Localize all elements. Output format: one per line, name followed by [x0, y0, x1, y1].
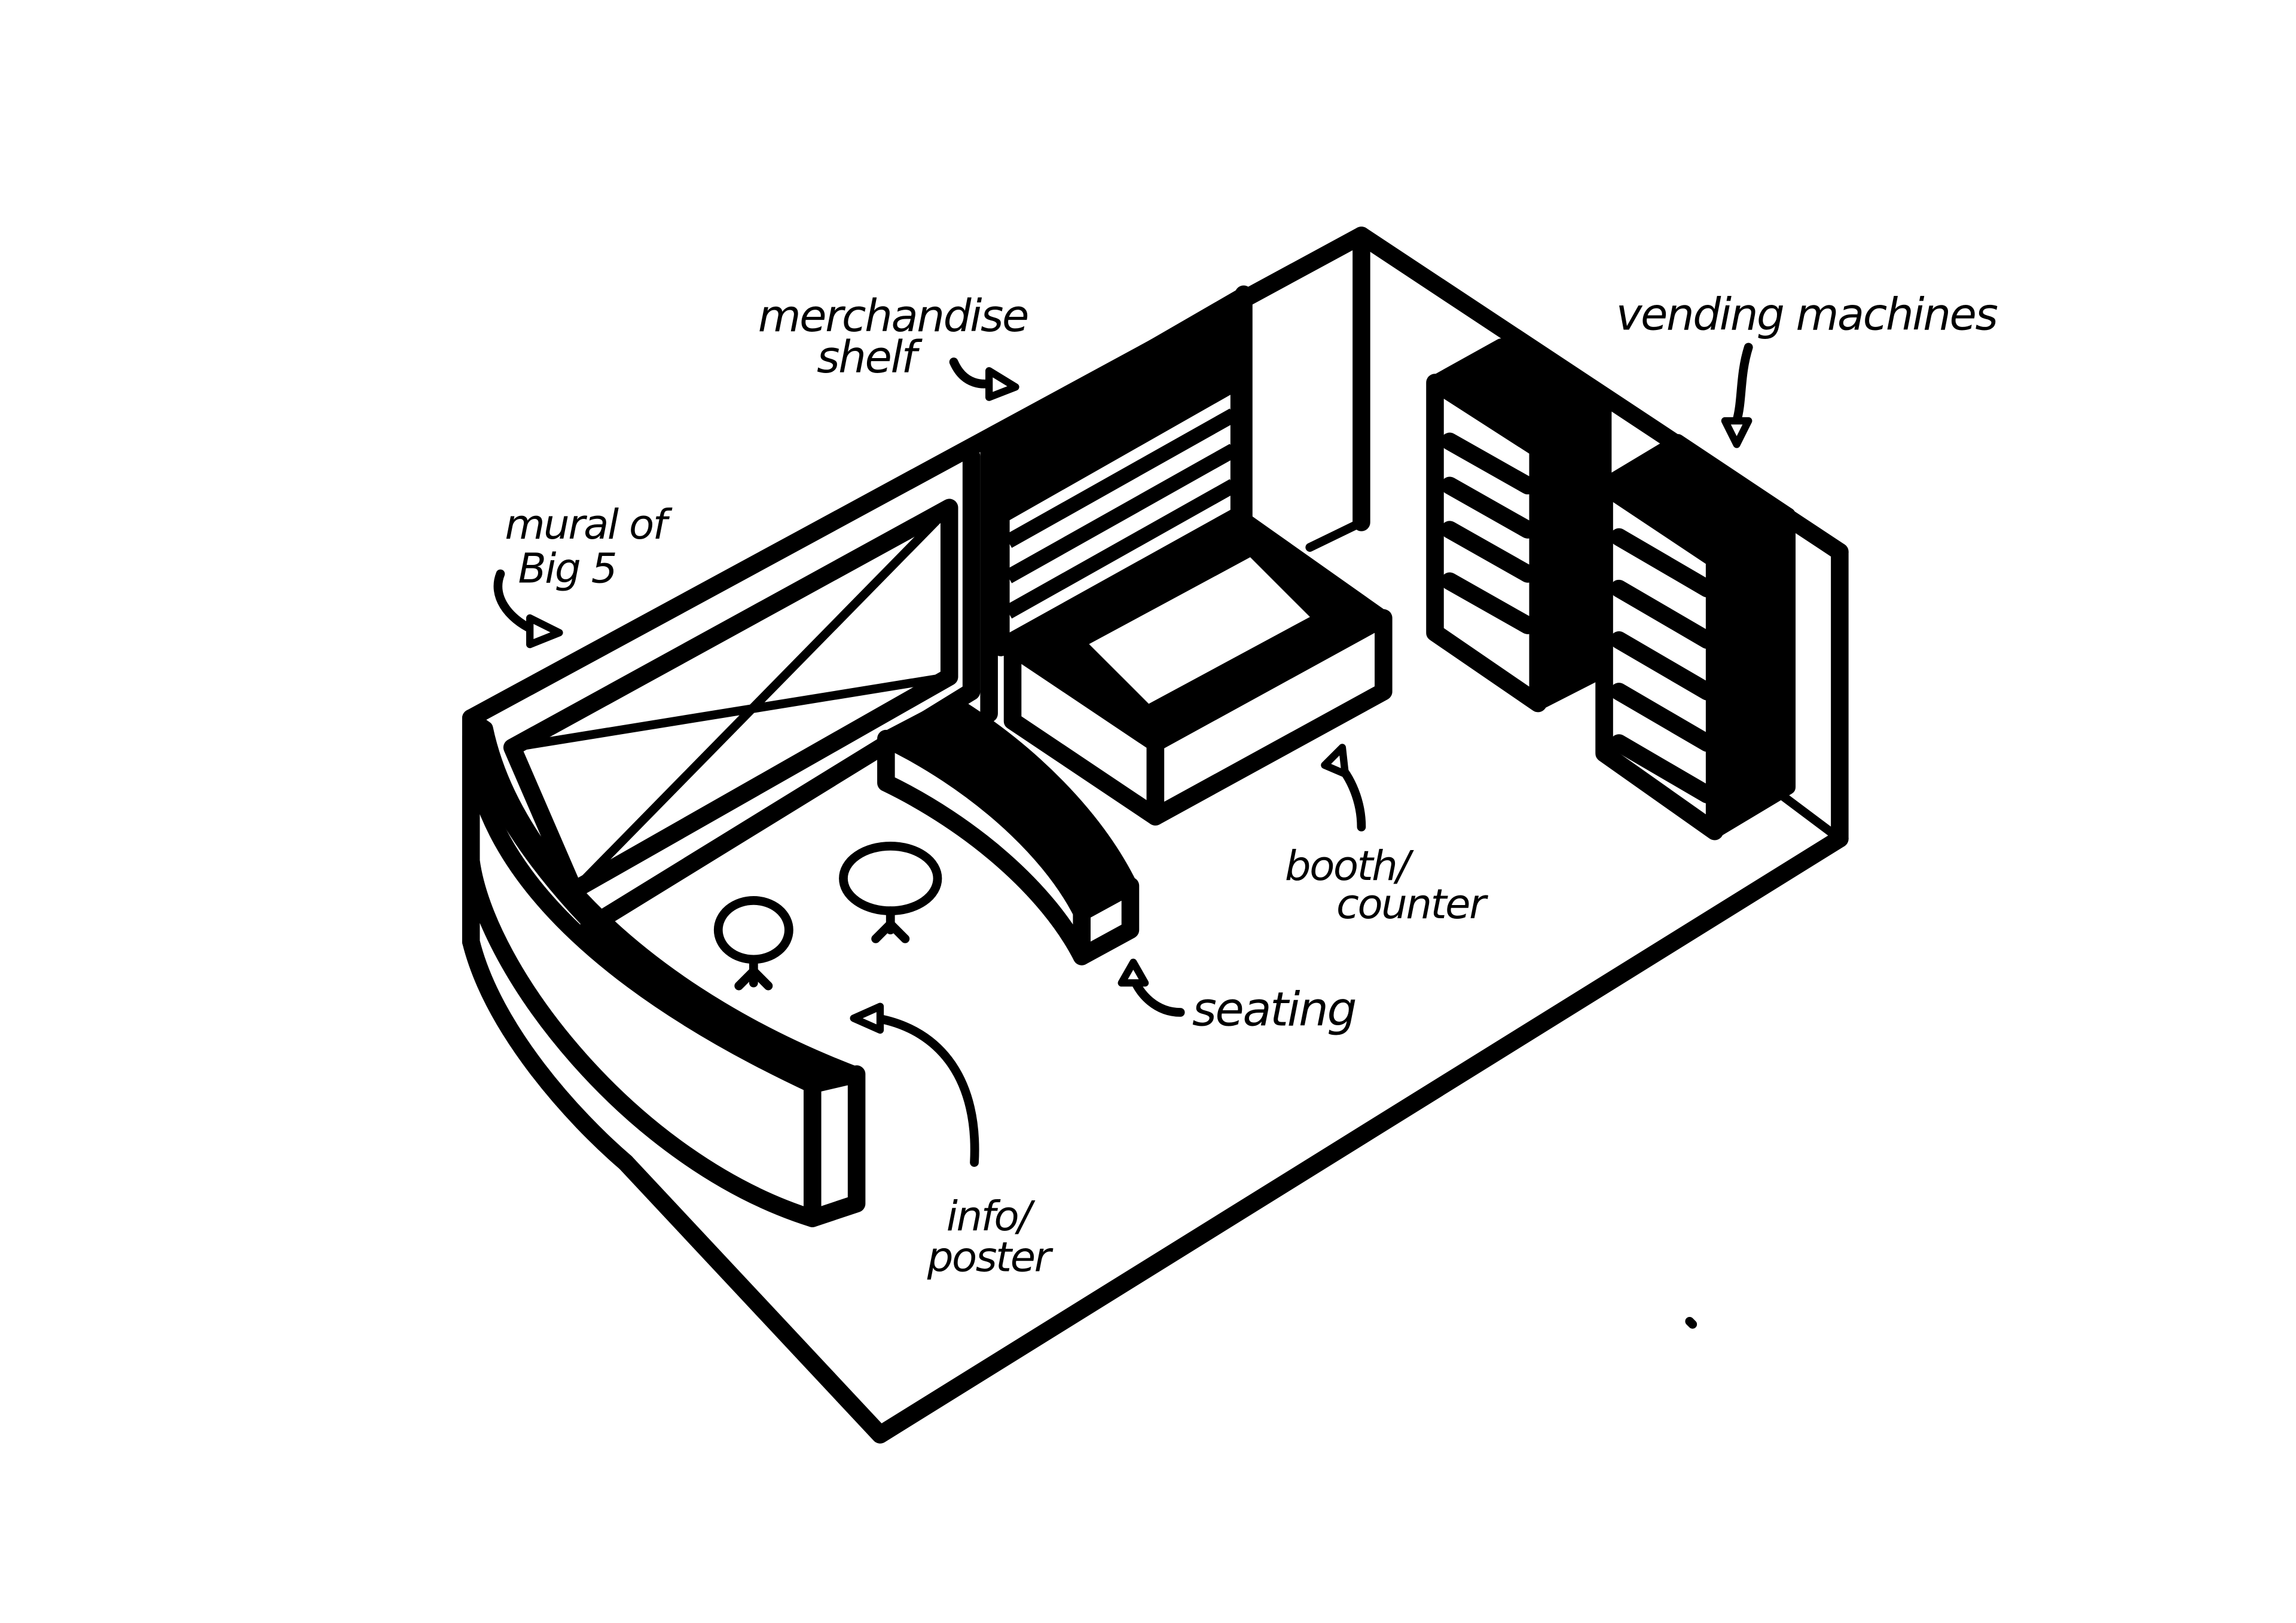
label-mural-line1: mural of [505, 501, 672, 549]
label-info-line2: poster [927, 1234, 1054, 1282]
label-booth-line2: counter [1336, 881, 1488, 928]
info-poster-wall [462, 710, 866, 1227]
arrow-booth [1321, 744, 1366, 832]
seating-bench [877, 696, 1140, 965]
booth-counter [1003, 515, 1393, 826]
arrow-mural [493, 569, 563, 649]
label-mural-line2: Big 5 [518, 545, 616, 593]
merchandise-shelf [980, 285, 1253, 723]
arrow-vending [1721, 343, 1753, 448]
label-info-line1: info/ [947, 1193, 1036, 1240]
label-booth-line1: booth/ [1285, 842, 1414, 890]
table-right [839, 841, 942, 943]
arrow-seating [1118, 958, 1185, 1017]
label-merchandise-line1: merchandise [758, 291, 1028, 342]
label-seating: seating [1192, 982, 1355, 1037]
arrow-info [850, 1002, 979, 1167]
vending-machine-right [1595, 434, 1796, 840]
vending-machine-left [1426, 338, 1612, 713]
arrow-merchandise [949, 357, 1019, 401]
table-left [713, 896, 793, 991]
label-merchandise-line2: shelf [817, 332, 923, 383]
label-vending: vending machines [1616, 289, 1998, 340]
labels: merchandise shelf vending machines mural… [505, 289, 1999, 1282]
